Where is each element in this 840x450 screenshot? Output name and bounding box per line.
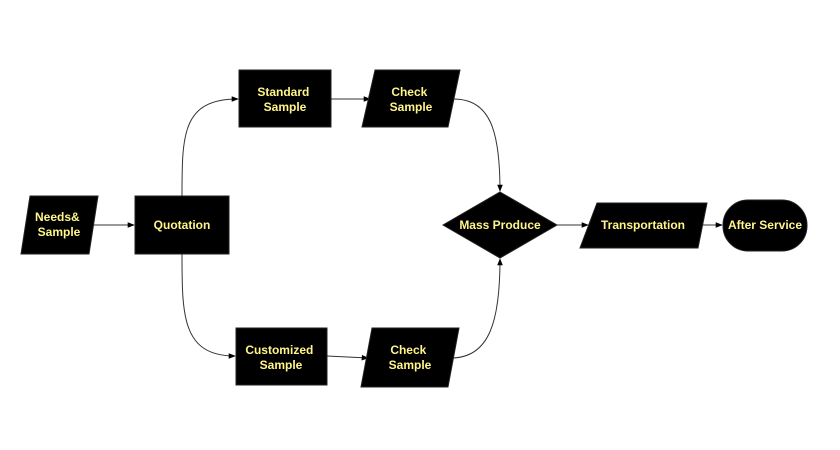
node-check-sample-top-line1: Check <box>391 85 427 99</box>
node-check-sample-top: Check Sample <box>361 69 461 128</box>
node-check-sample-bottom: Check Sample <box>360 327 460 388</box>
node-needs-sample-line2: Sample <box>38 225 81 239</box>
node-standard-sample-line2: Sample <box>264 100 307 114</box>
node-check-sample-bottom-line1: Check <box>390 343 426 357</box>
edges <box>92 96 723 361</box>
node-transportation-label: Transportation <box>601 218 685 232</box>
node-mass-produce: Mass Produce <box>442 191 558 259</box>
node-customized-sample-line1: Customized <box>245 343 313 357</box>
node-quotation-label: Quotation <box>154 218 211 232</box>
node-customized-sample-line2: Sample <box>260 358 303 372</box>
node-quotation: Quotation <box>134 195 230 255</box>
svg-text:Quotation: Quotation <box>154 218 211 232</box>
edge-check-top-to-mass-produce <box>452 98 503 192</box>
svg-text:Standard Sample: Standard Sample <box>257 85 312 114</box>
node-check-sample-top-line2: Sample <box>390 100 433 114</box>
edge-check-bottom-to-mass-produce <box>450 258 503 359</box>
node-customized-sample: Customized Sample <box>235 327 328 386</box>
edge-customized-to-check-bottom <box>326 354 369 361</box>
node-standard-sample: Standard Sample <box>238 69 332 128</box>
svg-text:Customized Sample: Customized Sample <box>245 343 316 372</box>
svg-text:Check Sample: Check Sample <box>389 343 432 372</box>
edge-quotation-to-standard-sample <box>181 96 239 197</box>
svg-text:Check Sample: Check Sample <box>390 85 433 114</box>
node-transportation: Transportation <box>579 202 708 249</box>
svg-text:Transportation: Transportation <box>601 218 685 232</box>
svg-text:After Service: After Service <box>728 218 802 232</box>
svg-text:Needs& Sample: Needs& Sample <box>35 210 83 239</box>
node-needs-sample-line1: Needs& <box>35 210 80 224</box>
edge-quotation-to-customized-sample <box>181 253 236 359</box>
node-needs-sample: Needs& Sample <box>20 195 99 255</box>
node-check-sample-bottom-line2: Sample <box>389 358 432 372</box>
svg-text:Mass Produce: Mass Produce <box>459 218 541 232</box>
node-mass-produce-label: Mass Produce <box>459 218 541 232</box>
node-after-service: After Service <box>722 199 808 252</box>
node-standard-sample-line1: Standard <box>257 85 309 99</box>
node-after-service-label: After Service <box>728 218 802 232</box>
